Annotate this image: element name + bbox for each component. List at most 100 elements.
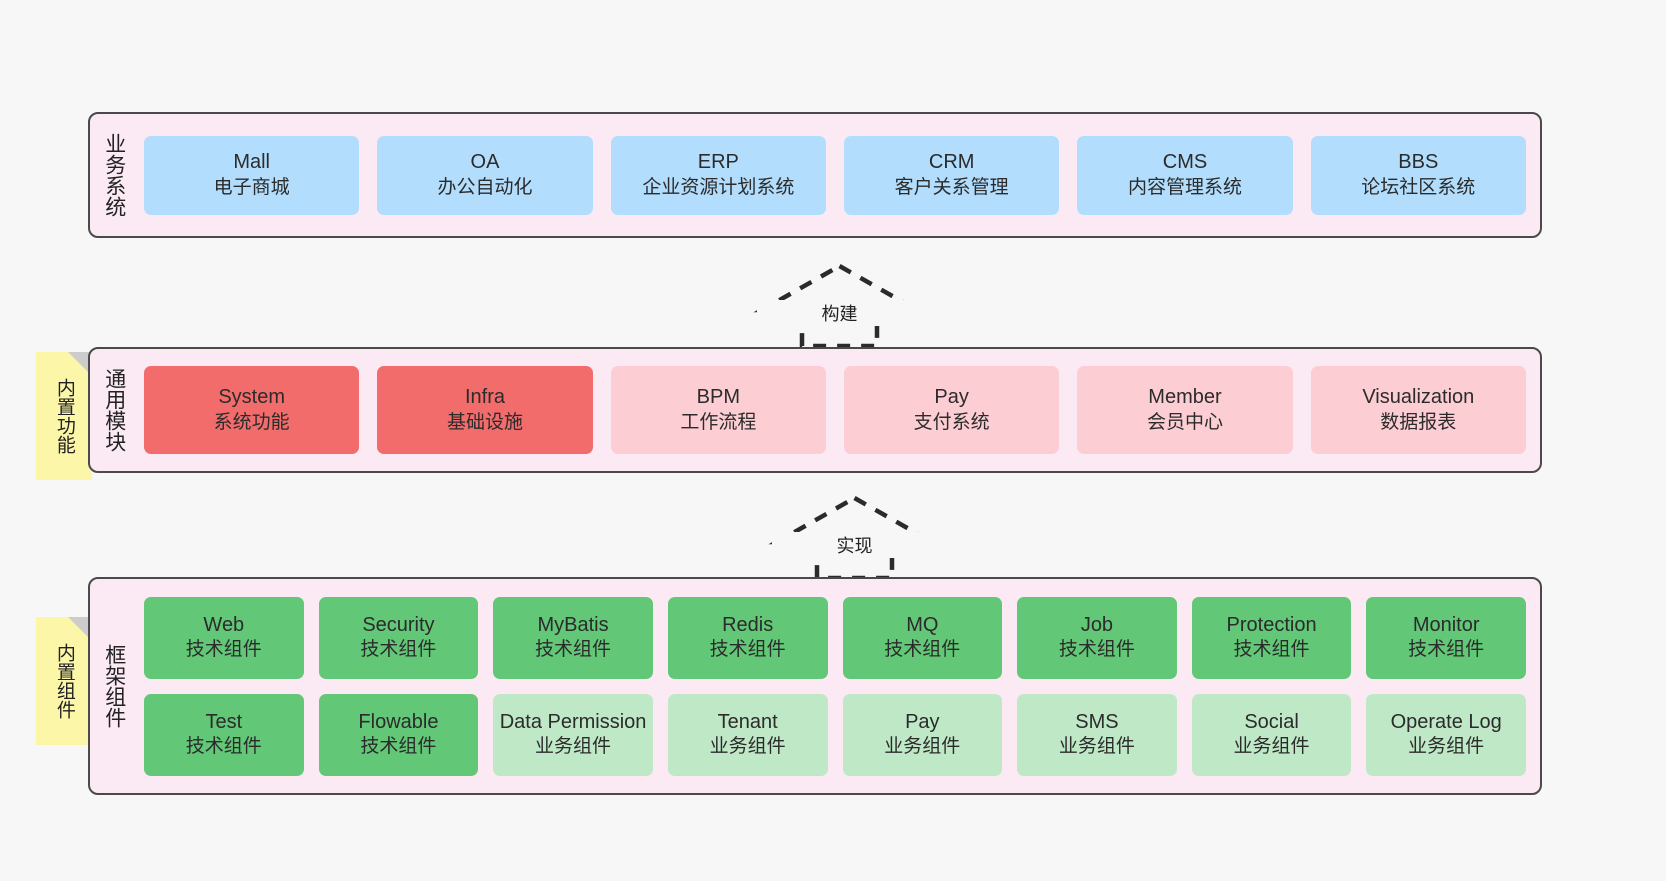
common-module-card-subtitle: 数据报表 (1380, 411, 1457, 433)
framework-component-card[interactable]: Flowable 技术组件 (318, 693, 479, 776)
framework-component-card[interactable]: Pay 业务组件 (842, 693, 1003, 776)
business-system-card-title: CRM (928, 151, 975, 174)
framework-component-card-title: SMS (1075, 710, 1119, 733)
framework-component-card-title: Job (1080, 613, 1114, 636)
business-system-card-title: Mall (233, 151, 270, 174)
arrow-implement: 实现 (768, 494, 941, 581)
common-module-card-title: System (218, 386, 285, 409)
common-module-card-subtitle: 支付系统 (913, 411, 990, 433)
framework-component-card-subtitle: 技术组件 (185, 736, 262, 758)
framework-component-card[interactable]: Job 技术组件 (1017, 596, 1177, 679)
framework-component-card-subtitle: 业务组件 (884, 736, 961, 758)
framework-component-card[interactable]: Test 技术组件 (144, 693, 304, 776)
business-system-card-title: BBS (1398, 151, 1439, 174)
framework-component-card-subtitle: 技术组件 (360, 736, 437, 758)
framework-component-card-subtitle: 技术组件 (185, 639, 262, 661)
framework-component-card[interactable]: Data Permission 业务组件 (493, 693, 653, 776)
framework-component-card-title: Monitor (1412, 613, 1480, 636)
framework-component-card[interactable]: Redis 技术组件 (667, 596, 828, 679)
framework-component-card[interactable]: Web 技术组件 (144, 596, 304, 679)
business-system-card-subtitle: 电子商城 (213, 176, 290, 198)
framework-component-card-subtitle: 技术组件 (360, 639, 437, 661)
business-system-card-subtitle: 办公自动化 (437, 176, 533, 198)
common-module-card-subtitle: 系统功能 (213, 411, 290, 433)
sticky-note-builtin-features-label: 内置功能 (53, 378, 75, 454)
framework-component-card-title: Test (205, 710, 243, 733)
framework-component-card-subtitle: 业务组件 (535, 736, 612, 758)
framework-component-card-subtitle: 技术组件 (884, 639, 961, 661)
framework-component-card-subtitle: 业务组件 (1233, 736, 1310, 758)
framework-component-card-subtitle: 技术组件 (1058, 639, 1135, 661)
common-module-card-subtitle: 基础设施 (446, 411, 523, 433)
common-module-card-title: Pay (934, 386, 969, 409)
band-title-framework-components: 框架组件 (102, 644, 126, 728)
common-module-card-title: Visualization (1362, 386, 1475, 409)
framework-component-card-title: Flowable (358, 710, 439, 733)
framework-component-card-title: Protection (1226, 613, 1317, 636)
framework-component-card-title: Data Permission (499, 710, 647, 733)
framework-component-card-subtitle: 技术组件 (1408, 639, 1485, 661)
business-system-card-subtitle: 客户关系管理 (894, 176, 1009, 198)
framework-component-card[interactable]: MyBatis 技术组件 (493, 596, 653, 679)
framework-component-card[interactable]: Monitor 技术组件 (1366, 596, 1526, 679)
framework-component-card-title: Tenant (717, 710, 778, 733)
band-title-common-modules: 通用模块 (102, 368, 126, 452)
framework-component-card-subtitle: 技术组件 (535, 639, 612, 661)
framework-component-card-subtitle: 业务组件 (1058, 736, 1135, 758)
common-module-card-subtitle: 会员中心 (1146, 411, 1223, 433)
framework-component-card[interactable]: Social 业务组件 (1191, 693, 1352, 776)
framework-component-card[interactable]: SMS 业务组件 (1017, 693, 1177, 776)
common-module-card-subtitle: 工作流程 (680, 411, 757, 433)
band-title-business-systems: 业务系统 (102, 133, 126, 217)
framework-component-card-title: MyBatis (537, 613, 609, 636)
framework-component-card[interactable]: Tenant 业务组件 (667, 693, 828, 776)
framework-component-card-title: Social (1244, 710, 1299, 733)
common-module-card-title: BPM (696, 386, 740, 409)
business-system-card-title: OA (470, 151, 500, 174)
framework-component-card[interactable]: Protection 技术组件 (1191, 596, 1352, 679)
arrow-build: 构建 (753, 262, 926, 349)
framework-component-card-title: Web (203, 613, 245, 636)
business-system-card-subtitle: 论坛社区系统 (1361, 176, 1476, 198)
arrow-build-shape (753, 263, 926, 349)
arrow-implement-shape (768, 495, 941, 581)
common-module-card-title: Infra (464, 386, 505, 409)
sticky-note-builtin-features: 内置功能 (36, 352, 92, 480)
business-system-card-title: ERP (697, 151, 739, 174)
common-module-card-title: Member (1148, 386, 1222, 409)
framework-component-card-title: Operate Log (1390, 710, 1502, 733)
business-system-card-subtitle: 内容管理系统 (1127, 176, 1242, 198)
business-system-card-subtitle: 企业资源计划系统 (642, 176, 795, 198)
framework-component-card-subtitle: 技术组件 (1233, 639, 1310, 661)
framework-component-card-title: Redis (722, 613, 774, 636)
framework-component-card-subtitle: 业务组件 (709, 736, 786, 758)
framework-component-card-subtitle: 技术组件 (709, 639, 786, 661)
framework-component-card-title: Pay (905, 710, 940, 733)
